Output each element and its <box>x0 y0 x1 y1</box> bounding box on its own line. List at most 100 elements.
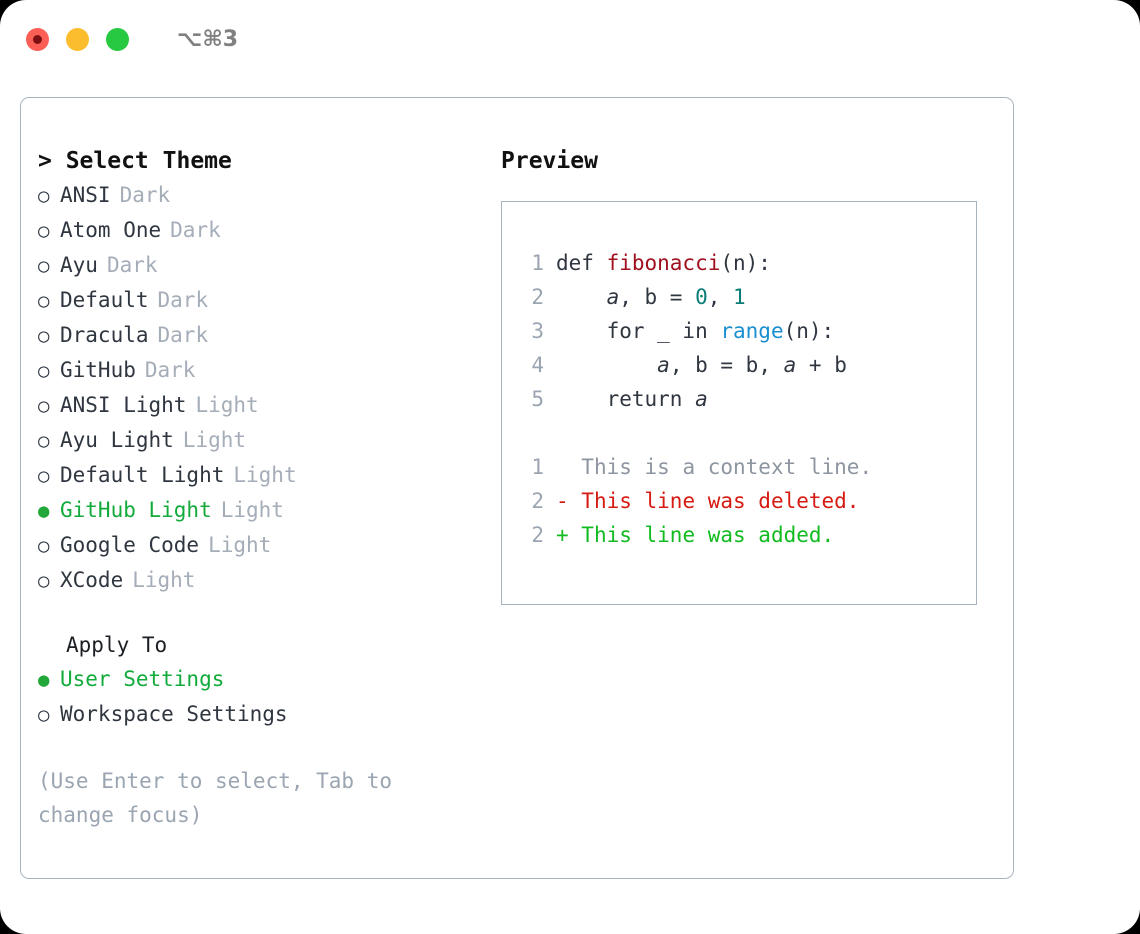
line-number: 2 <box>531 489 544 513</box>
code-token-variable: a <box>606 285 620 309</box>
theme-label: Dracula <box>60 323 149 347</box>
radio-icon: ○ <box>38 430 50 452</box>
theme-variant-badge: Light <box>220 498 284 522</box>
theme-option-default-light[interactable]: ○ Default Light Light <box>38 458 468 493</box>
theme-label: Ayu Light <box>60 428 174 452</box>
line-number: 1 <box>531 455 544 479</box>
theme-label: XCode <box>60 568 124 592</box>
code-token-plain <box>556 285 607 309</box>
line-number: 4 <box>531 353 544 377</box>
preview-heading: Preview <box>501 148 598 174</box>
diff-sign: + <box>556 523 569 547</box>
maximize-button[interactable] <box>106 27 129 51</box>
apply-to-option-user-settings[interactable]: ● User Settings <box>38 662 468 697</box>
radio-icon: ○ <box>38 255 50 277</box>
line-number: 3 <box>531 319 544 343</box>
code-token-plain: for _ in <box>556 319 721 343</box>
theme-option-ayu-dark[interactable]: ○ Ayu Dark <box>38 248 468 283</box>
theme-variant-badge: Light <box>208 533 272 557</box>
select-theme-heading: > Select Theme <box>38 148 232 174</box>
diff-content: This is a context line. <box>568 455 873 479</box>
code-token-plain: return <box>556 387 696 411</box>
blank-separator <box>520 416 976 450</box>
code-token-plain: , b = b, <box>669 353 784 377</box>
theme-option-ansi-light[interactable]: ○ ANSI Light Light <box>38 388 468 423</box>
theme-option-dracula-dark[interactable]: ○ Dracula Dark <box>38 318 468 353</box>
theme-variant-badge: Dark <box>106 253 158 277</box>
code-token-plain: + b <box>796 353 847 377</box>
window-controls <box>26 27 129 51</box>
radio-icon: ○ <box>38 220 50 242</box>
theme-variant-badge: Dark <box>170 218 221 242</box>
theme-option-ayu-light[interactable]: ○ Ayu Light Light <box>38 423 468 458</box>
theme-option-google-code[interactable]: ○ Google Code Light <box>38 528 468 563</box>
code-token-plain <box>556 353 657 377</box>
diff-line-deleted: 2 - This line was deleted. <box>520 484 976 518</box>
radio-icon: ○ <box>38 535 50 557</box>
apply-to-label: Workspace Settings <box>60 702 288 726</box>
code-content: a, b = 0, 1 <box>556 280 746 314</box>
code-line: 1 def fibonacci(n): <box>520 246 976 280</box>
preview-column: Preview 1 def fibonacci(n): 2 a, b = 0, … <box>501 144 991 605</box>
theme-option-default-dark[interactable]: ○ Default Dark <box>38 283 468 318</box>
theme-variant-badge: Light <box>182 428 247 452</box>
code-line: 3 for _ in range(n): <box>520 314 976 348</box>
code-token-variable: a <box>695 387 708 411</box>
code-token-variable: a <box>783 353 797 377</box>
diff-line-added: 2 + This line was added. <box>520 518 976 552</box>
theme-variant-badge: Dark <box>157 323 209 347</box>
diff-content: This line was deleted. <box>568 489 860 513</box>
code-content: return a <box>556 382 708 416</box>
line-number: 2 <box>531 523 544 547</box>
code-token-number: 0 <box>695 285 708 309</box>
radio-icon: ○ <box>38 395 50 417</box>
theme-label: ANSI Light <box>60 393 187 417</box>
code-content: for _ in range(n): <box>556 314 835 348</box>
diff-content: This line was added. <box>568 523 835 547</box>
minimize-button[interactable] <box>66 27 89 51</box>
theme-variant-badge: Light <box>195 393 259 417</box>
code-token-plain: (n): <box>720 251 771 275</box>
theme-variant-badge: Dark <box>144 358 196 382</box>
close-button[interactable] <box>26 27 49 51</box>
radio-icon: ○ <box>38 185 50 207</box>
code-token-number: 1 <box>733 285 746 309</box>
theme-label: Default Light <box>60 463 225 487</box>
code-line: 2 a, b = 0, 1 <box>520 280 976 314</box>
theme-label: Ayu <box>60 253 98 277</box>
theme-option-atom-one-dark[interactable]: ○ Atom One Dark <box>38 213 468 248</box>
diff-line-context: 1 This is a context line. <box>520 450 976 484</box>
title-bar: ⌥⌘3 <box>0 0 1140 78</box>
radio-icon: ○ <box>38 360 50 382</box>
code-token-function: fibonacci <box>606 251 721 275</box>
code-token-plain: , <box>707 285 734 309</box>
theme-picker-column: > Select Theme ○ ANSI Dark ○ Atom One Da… <box>38 144 468 832</box>
keyboard-shortcut-label: ⌥⌘3 <box>177 26 239 52</box>
code-token-keyword: def <box>556 251 607 275</box>
apply-to-heading: Apply To <box>66 633 168 657</box>
theme-variant-badge: Light <box>132 568 196 592</box>
code-line: 5 return a <box>520 382 976 416</box>
code-token-plain: (n): <box>783 319 835 343</box>
apply-to-option-workspace-settings[interactable]: ○ Workspace Settings <box>38 697 468 732</box>
theme-label: Atom One <box>60 218 162 242</box>
radio-icon: ○ <box>38 570 50 592</box>
theme-label: GitHub Light <box>60 498 212 522</box>
theme-option-github-dark[interactable]: ○ GitHub Dark <box>38 353 468 388</box>
theme-option-github-light[interactable]: ● GitHub Light Light <box>38 493 468 528</box>
theme-label: GitHub <box>60 358 136 382</box>
code-content: a, b = b, a + b <box>556 348 847 382</box>
main-panel: > Select Theme ○ ANSI Dark ○ Atom One Da… <box>20 97 1014 879</box>
radio-selected-icon: ● <box>38 669 50 691</box>
code-token-builtin: range <box>720 319 784 343</box>
radio-icon: ○ <box>38 290 50 312</box>
theme-option-xcode[interactable]: ○ XCode Light <box>38 563 468 598</box>
apply-to-label: User Settings <box>60 667 225 691</box>
theme-variant-badge: Light <box>233 463 297 487</box>
theme-variant-badge: Dark <box>119 183 171 207</box>
code-token-variable: a <box>657 353 670 377</box>
line-number: 2 <box>531 285 544 309</box>
apply-to-option-list: ● User Settings ○ Workspace Settings <box>38 662 468 732</box>
theme-option-ansi-dark[interactable]: ○ ANSI Dark <box>38 178 468 213</box>
